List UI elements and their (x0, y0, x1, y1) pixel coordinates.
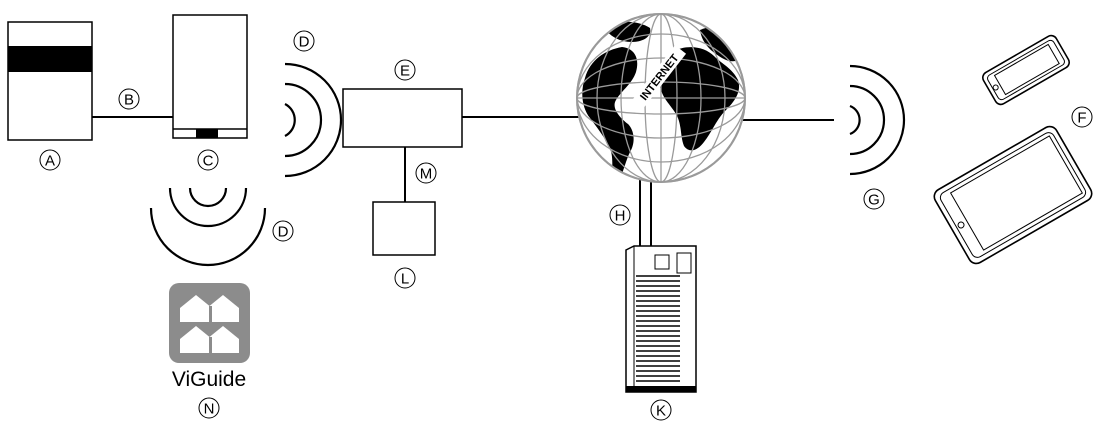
svg-text:N: N (204, 401, 215, 418)
router (342, 88, 463, 148)
house-shapes (180, 295, 239, 353)
label-b: B (118, 88, 140, 110)
wifi-waves-icon (284, 62, 343, 178)
tablet-icon (933, 125, 1093, 265)
control-panel-band (8, 46, 92, 72)
label-c: C (197, 149, 219, 171)
heating-appliance (7, 21, 93, 141)
svg-text:B: B (124, 92, 134, 109)
svg-text:L: L (401, 271, 409, 288)
label-markers: A B C D D E M L H K G F N (39, 30, 1093, 421)
continent-americas (582, 47, 638, 178)
label-a: A (39, 149, 61, 171)
app-name-label: ViGuide (172, 368, 246, 391)
svg-text:C: C (203, 153, 214, 170)
globe-icon: INTERNET (576, 13, 746, 183)
smartphone-icon (982, 34, 1070, 106)
label-k: K (650, 399, 672, 421)
label-m: M (415, 162, 437, 184)
wifi-waves-mobile-icon (849, 64, 906, 176)
svg-text:E: E (400, 63, 410, 80)
server-tower (625, 245, 697, 393)
svg-text:A: A (45, 153, 55, 170)
svg-text:K: K (656, 403, 666, 420)
label-l: L (394, 267, 416, 289)
svg-text:H: H (615, 208, 626, 225)
svg-text:F: F (1077, 110, 1086, 127)
svg-text:D: D (299, 34, 310, 51)
continent-africa-europe (659, 47, 740, 151)
label-d-top: D (293, 30, 315, 52)
label-g: G (863, 188, 885, 210)
viguide-app-icon (169, 283, 250, 363)
connected-device (372, 201, 436, 256)
label-d-bottom: D (272, 220, 294, 242)
label-h: H (609, 204, 631, 226)
label-n: N (198, 397, 220, 419)
svg-text:M: M (420, 166, 433, 183)
svg-text:G: G (868, 192, 880, 209)
server-vents (636, 275, 680, 382)
communication-module (172, 14, 248, 139)
wifi-waves-down-icon (149, 187, 267, 267)
label-e: E (394, 59, 416, 81)
svg-text:D: D (278, 224, 289, 241)
module-led (196, 129, 218, 138)
label-f: F (1071, 106, 1093, 128)
